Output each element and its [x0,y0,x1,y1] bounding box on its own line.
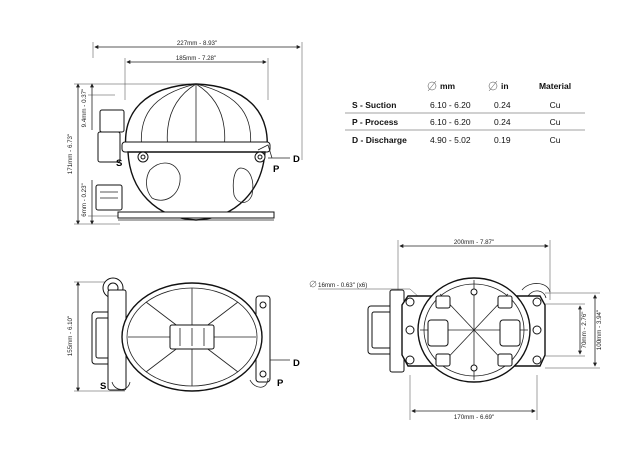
front-port-d: D [293,154,300,165]
hole-label: 16mm - 0.63" (x6) [318,282,367,289]
top-port-d: D [293,358,300,369]
dim-width-inner: 170mm - 6.69" [454,414,494,421]
top-port-s: S [100,381,106,392]
dim-height-outer: 100mm - 3.94" [596,310,603,350]
svg-text:P - Process: P - Process [352,117,398,127]
svg-text:S - Suction: S - Suction [352,100,396,110]
front-view: 227mm - 8.93" 185mm - 7.28" 171mm - 6.73… [67,40,303,225]
svg-text:Cu: Cu [550,135,561,145]
dim-top-offset: 9.4mm - 0.37" [81,89,88,128]
top-port-p: P [277,378,284,389]
table-row: P - Process 6.10 - 6.20 0.24 Cu [352,117,561,127]
svg-text:0.24: 0.24 [494,100,511,110]
col-in: in [501,81,509,91]
dim-width-body: 185mm - 7.28" [176,55,216,62]
dim-height-total: 171mm - 6.73" [67,134,74,174]
front-port-s: S [116,158,122,169]
svg-text:4.90 - 5.02: 4.90 - 5.02 [430,135,471,145]
front-port-p: P [273,164,280,175]
svg-text:D - Discharge: D - Discharge [352,135,407,145]
svg-text:Cu: Cu [550,117,561,127]
table-row: D - Discharge 4.90 - 5.02 0.19 Cu [352,135,561,145]
dim-width-outer: 200mm - 7.87" [454,239,494,246]
col-material: Material [539,81,571,91]
svg-text:6.10 - 6.20: 6.10 - 6.20 [430,100,471,110]
dim-height-inner: 70mm - 2.76" [581,312,588,349]
svg-text:Cu: Cu [550,100,561,110]
svg-text:0.24: 0.24 [494,117,511,127]
dim-width-total: 227mm - 8.93" [177,40,217,47]
svg-text:0.19: 0.19 [494,135,511,145]
svg-text:6.10 - 6.20: 6.10 - 6.20 [430,117,471,127]
table-row: S - Suction 6.10 - 6.20 0.24 Cu [352,100,561,110]
dim-base-offset: 6mm - 0.23" [81,183,88,217]
top-view: 155mm - 6.10" S P D [67,277,300,392]
spec-table: mm in Material S - Suction 6.10 - 6.20 0… [345,80,585,145]
base-view: 200mm - 7.87" 170mm - 6.69" 100mm - 3.94… [309,239,603,421]
col-mm: mm [440,81,456,91]
dim-depth: 155mm - 6.10" [67,316,74,356]
